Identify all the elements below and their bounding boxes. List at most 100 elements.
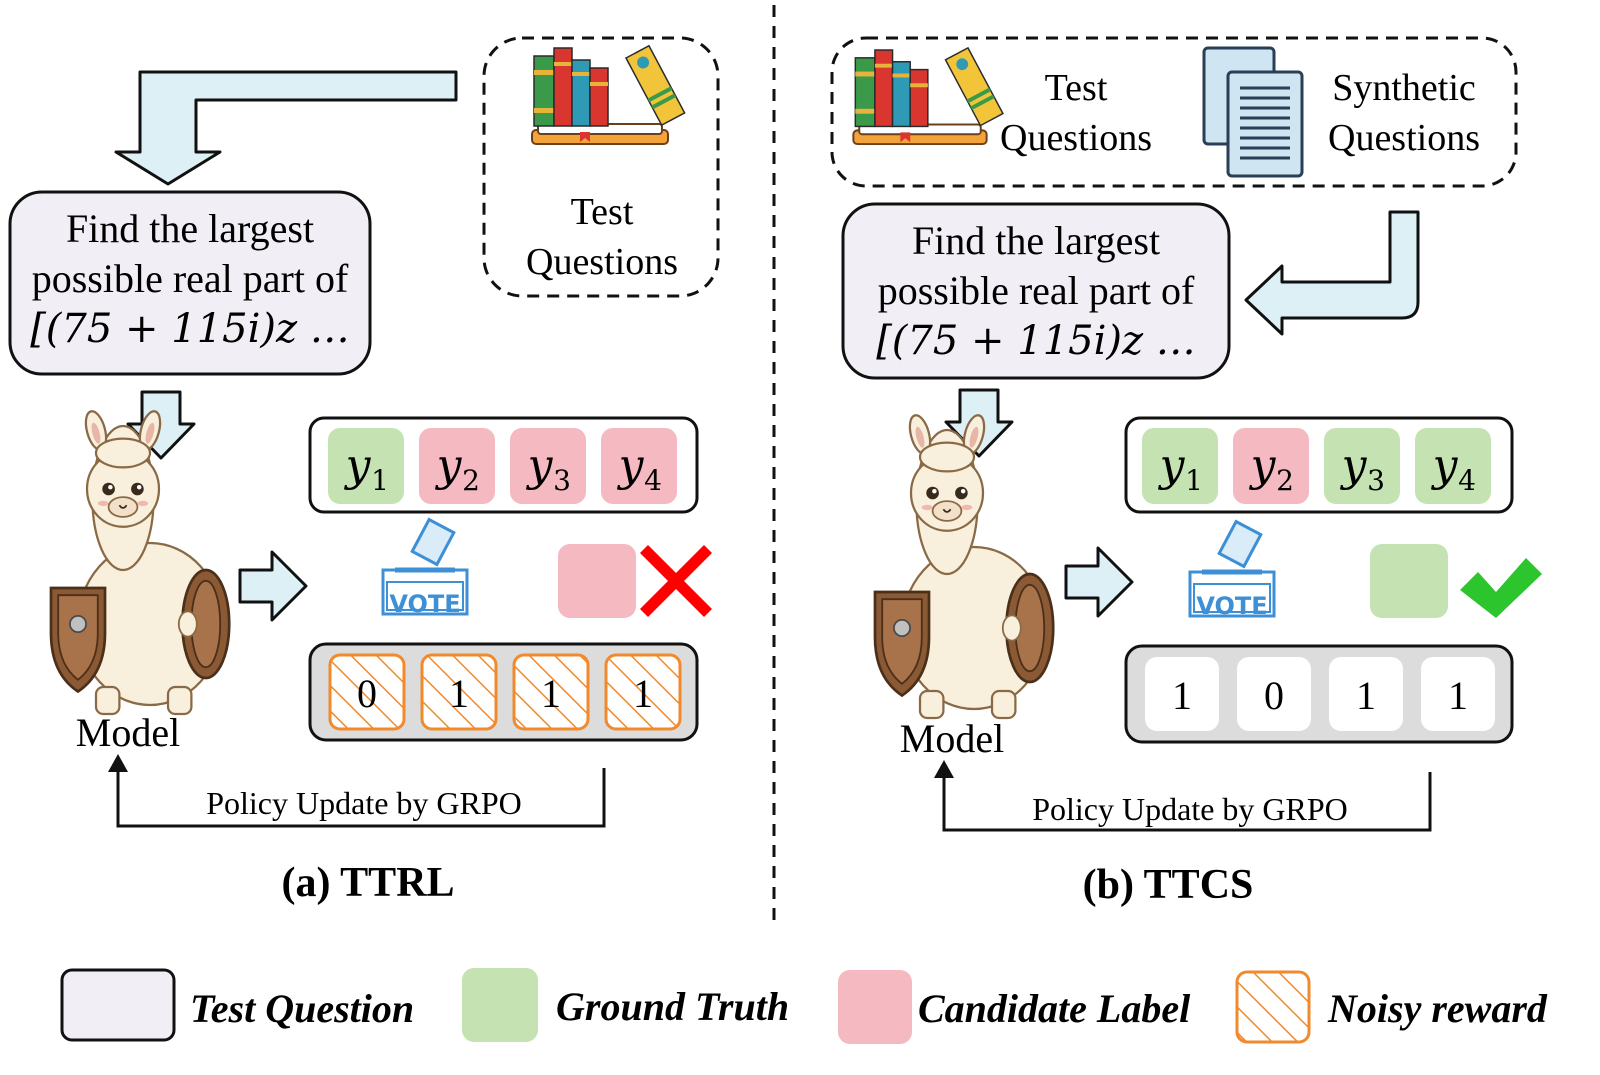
synthetic-label-line2: Questions <box>1328 117 1480 159</box>
legend-label-candidate-label: Candidate Label <box>918 986 1191 1031</box>
answer-3-symbol: y <box>1340 440 1368 491</box>
rewards-row: 1 0 1 1 <box>1145 657 1495 731</box>
answer-2-symbol: y <box>1249 440 1277 491</box>
reward-4-clean <box>1421 657 1495 731</box>
alpaca-model-icon <box>873 411 1055 720</box>
arrow-source-to-question <box>114 70 458 186</box>
model-label: Model <box>900 716 1004 761</box>
answer-2-subscript: 2 <box>1276 464 1294 497</box>
alpaca-model-icon <box>49 407 231 716</box>
rewards-container <box>1124 644 1514 744</box>
answer-2-subscript: 2 <box>462 464 480 497</box>
answers-container <box>308 416 699 514</box>
answer-2-candidate <box>1233 428 1309 504</box>
model-label: Model <box>76 710 180 755</box>
test-label-line2: Questions <box>1000 117 1152 159</box>
question-line1: Find the largest <box>66 206 314 251</box>
legend-label-noisy-reward: Noisy reward <box>1327 986 1548 1031</box>
answer-2-symbol: y <box>435 440 463 491</box>
answer-1-subscript: 1 <box>1185 464 1203 497</box>
books-icon <box>531 44 686 145</box>
question-line2: possible real part of <box>878 268 1195 313</box>
reward-1-value: 0 <box>357 671 377 716</box>
answer-4-symbol: y <box>617 440 645 491</box>
reward-4-value: 1 <box>633 671 653 716</box>
answer-4-subscript: 4 <box>644 464 662 497</box>
policy-update-line <box>116 768 606 828</box>
answer-3-subscript: 3 <box>1367 464 1385 497</box>
books-icon <box>852 46 1004 146</box>
policy-update-arrowhead <box>108 754 128 772</box>
answer-4-ground-truth <box>1415 428 1491 504</box>
reward-1-value: 1 <box>1172 673 1192 718</box>
answer-3-candidate <box>510 428 586 504</box>
answer-1-ground-truth <box>328 428 404 504</box>
rewards-row: 0 1 1 1 <box>328 653 682 731</box>
policy-update-label: Policy Update by GRPO <box>1032 791 1348 827</box>
voted-label-ground-truth <box>1370 544 1448 618</box>
reward-3-noisy <box>512 653 590 731</box>
answer-4-candidate <box>601 428 677 504</box>
reward-3-value: 1 <box>541 671 561 716</box>
cross-icon <box>640 545 712 617</box>
answer-1-symbol: y <box>1158 440 1186 491</box>
arrow-model-to-answers <box>238 550 308 622</box>
reward-1-noisy <box>328 653 406 731</box>
reward-4-noisy <box>604 653 682 731</box>
source-label-line2: Questions <box>526 241 678 283</box>
source-label-line1: Test <box>571 191 634 233</box>
synthetic-label-line1: Synthetic <box>1332 67 1476 109</box>
test-question-box <box>841 202 1231 380</box>
reward-2-value: 0 <box>1264 673 1284 718</box>
answer-1-symbol: y <box>344 440 372 491</box>
legend: Test Question Ground Truth Candidate Lab… <box>60 968 1548 1044</box>
legend-swatch-noisy-reward <box>1235 970 1311 1044</box>
panel-b-ttcs: Test Questions Synthetic Questions Find … <box>830 36 1542 908</box>
arrow-model-to-answers <box>1064 546 1134 618</box>
question-sources-box <box>830 36 1518 188</box>
reward-4-value: 1 <box>1448 673 1468 718</box>
question-line2: possible real part of <box>32 256 349 301</box>
legend-swatch-ground-truth <box>462 968 538 1042</box>
answer-1-subscript: 1 <box>371 464 389 497</box>
rewards-container <box>308 642 699 742</box>
answer-2-candidate <box>419 428 495 504</box>
answer-3-subscript: 3 <box>553 464 571 497</box>
reward-2-value: 1 <box>449 671 469 716</box>
vote-label: VOTE <box>389 590 460 618</box>
voted-label-candidate <box>558 544 636 618</box>
reward-3-clean <box>1329 657 1403 731</box>
answer-3-ground-truth <box>1324 428 1400 504</box>
legend-swatch-candidate-label <box>838 970 912 1044</box>
vote-label: VOTE <box>1196 592 1267 620</box>
panel-a-caption: (a) TTRL <box>281 860 454 906</box>
arrow-sources-to-question <box>1244 210 1420 336</box>
test-questions-source-box <box>482 36 720 298</box>
legend-label-ground-truth: Ground Truth <box>556 984 789 1029</box>
legend-swatch-test-question <box>60 968 176 1042</box>
synthetic-documents-icon <box>1202 46 1304 178</box>
test-question-box <box>8 190 372 376</box>
answer-4-symbol: y <box>1431 440 1459 491</box>
question-line1: Find the largest <box>912 218 1160 263</box>
answer-1-ground-truth <box>1142 428 1218 504</box>
panel-a-ttrl: Test Questions Find the largest possible… <box>8 36 720 906</box>
answer-4-subscript: 4 <box>1458 464 1476 497</box>
check-icon <box>1460 558 1542 618</box>
reward-3-value: 1 <box>1356 673 1376 718</box>
legend-label-test-question: Test Question <box>190 986 414 1031</box>
test-label-line1: Test <box>1045 67 1108 109</box>
question-line3: [(75 + 115i)z … <box>30 306 350 352</box>
reward-2-noisy <box>420 653 498 731</box>
reward-1-clean <box>1145 657 1219 731</box>
question-line3: [(75 + 115i)z … <box>876 318 1196 364</box>
policy-update-line <box>942 772 1432 832</box>
policy-update-arrowhead <box>934 760 954 778</box>
policy-update-label: Policy Update by GRPO <box>206 785 522 821</box>
panel-b-caption: (b) TTCS <box>1083 862 1254 908</box>
answer-3-symbol: y <box>526 440 554 491</box>
reward-2-clean <box>1237 657 1311 731</box>
